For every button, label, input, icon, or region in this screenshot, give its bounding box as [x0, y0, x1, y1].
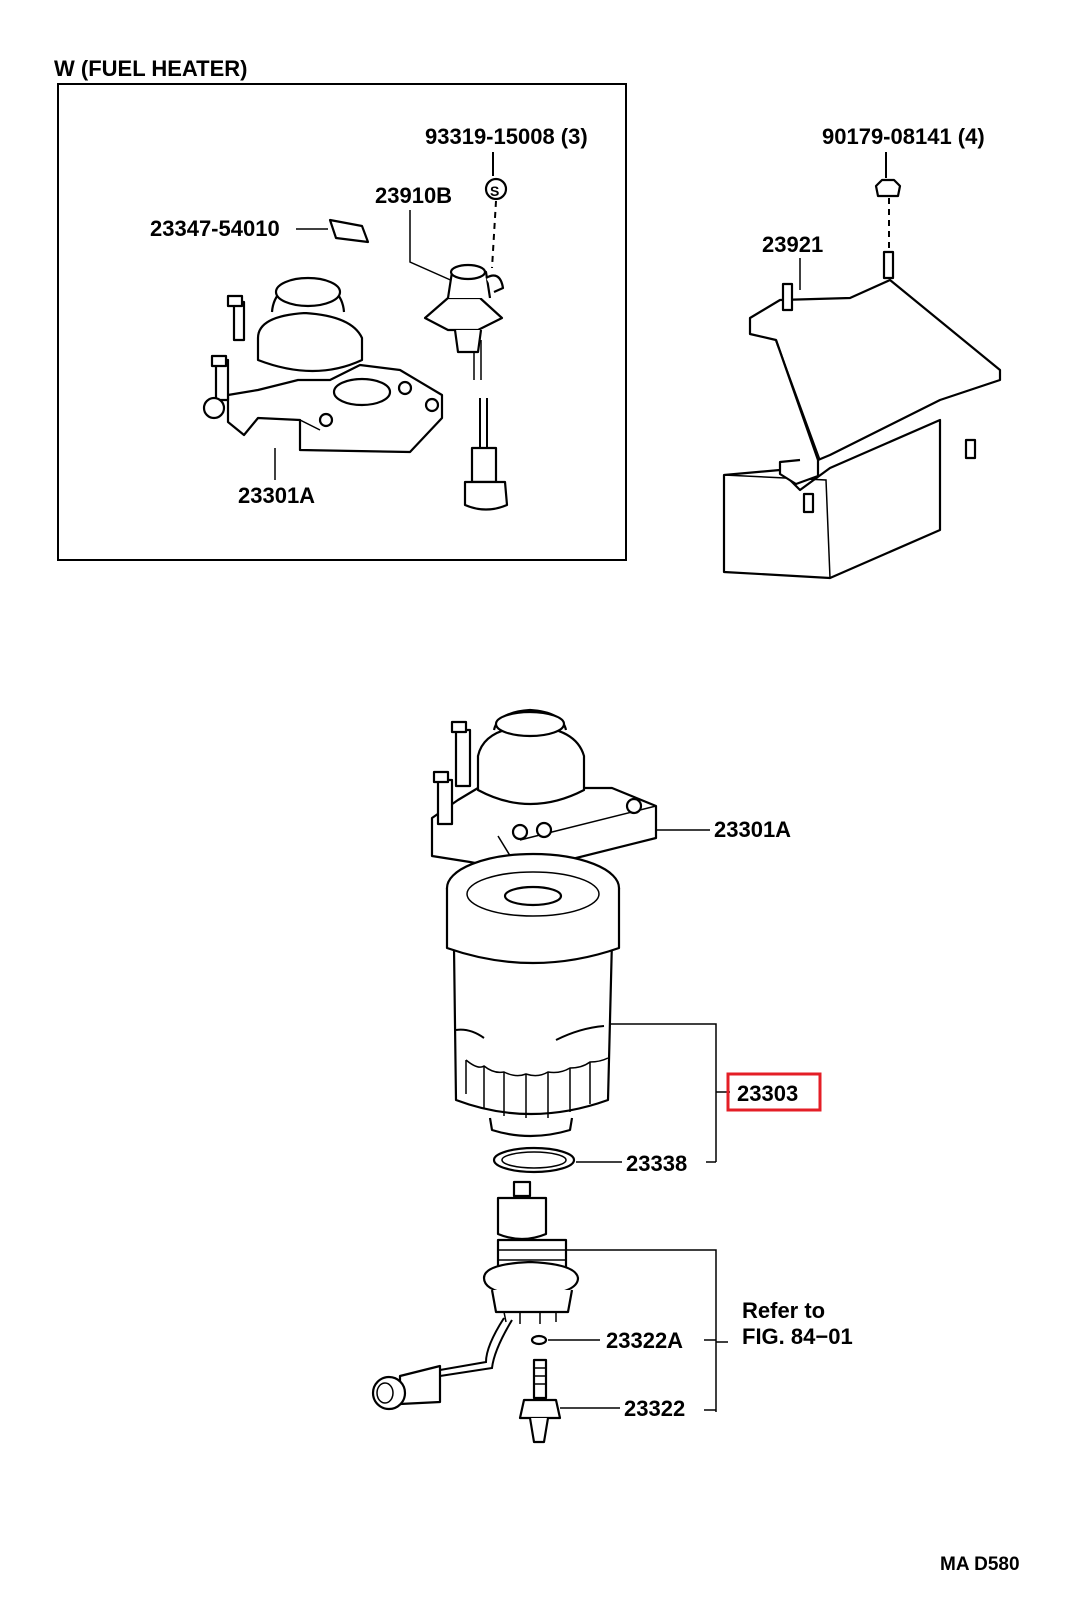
svg-text:S: S [490, 183, 499, 199]
label-93319-15008[interactable]: 93319-15008 (3) [425, 124, 588, 149]
part-23338-oring[interactable]: 23338 [492, 1146, 716, 1176]
part-23301a-main[interactable]: 23301A [430, 708, 791, 874]
part-sensor-assembly[interactable]: Refer to FIG. 84−01 [371, 1180, 853, 1412]
label-23301a-main[interactable]: 23301A [714, 817, 791, 842]
part-93319-screw[interactable]: 93319-15008 (3) S [425, 124, 588, 269]
label-23921[interactable]: 23921 [762, 232, 823, 257]
inset-frame [57, 83, 627, 561]
label-23303[interactable]: 23303 [737, 1081, 798, 1106]
label-23322[interactable]: 23322 [624, 1396, 685, 1421]
figure-code: MA D580 [940, 1554, 1020, 1575]
refer-to-line2[interactable]: FIG. 84−01 [742, 1324, 853, 1349]
part-23921-bracket[interactable]: 23921 [722, 232, 1002, 580]
part-23301a-inset[interactable]: 23301A [202, 276, 444, 508]
part-23910b-sensor[interactable]: 23910B [375, 183, 509, 511]
label-23322a[interactable]: 23322A [606, 1328, 683, 1353]
part-23347-clip[interactable]: 23347-54010 [150, 216, 370, 244]
label-90179-08141[interactable]: 90179-08141 (4) [822, 124, 985, 149]
label-23338[interactable]: 23338 [626, 1151, 687, 1176]
part-90179-nut[interactable]: 90179-08141 (4) [822, 124, 985, 252]
part-23303-filter[interactable]: 23303 [445, 852, 822, 1162]
main-assembly: 23301A 23303 23338 [371, 708, 853, 1444]
label-23347-54010[interactable]: 23347-54010 [150, 216, 280, 241]
inset-title: W (FUEL HEATER) [54, 56, 248, 81]
part-23322a-gasket[interactable]: 23322A [530, 1328, 716, 1353]
part-23322-plug[interactable]: 23322 [518, 1358, 716, 1444]
fuel-heater-inset: W (FUEL HEATER) 93319-15008 (3) S 23910B [54, 56, 627, 561]
label-23301a-inset[interactable]: 23301A [238, 483, 315, 508]
label-23910b[interactable]: 23910B [375, 183, 452, 208]
highlight-box-23303 [726, 1072, 822, 1112]
bracket-assembly: 90179-08141 (4) 23921 [722, 124, 1002, 580]
refer-to-line1[interactable]: Refer to [742, 1298, 825, 1323]
